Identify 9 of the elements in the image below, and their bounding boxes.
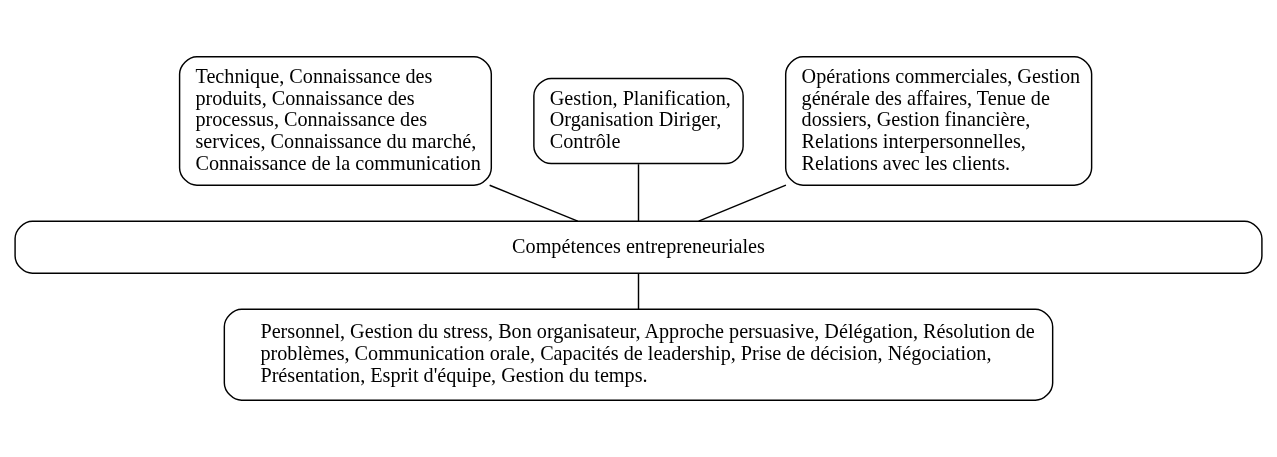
node-box: Opérations commerciales, Gestion générale des affaires, Tenue de dossiers, Gestion financière, Relations interpersonnelles, Relations avec les clients.	[785, 56, 1093, 186]
connector	[637, 272, 640, 310]
connector	[488, 184, 579, 222]
node-box: Gestion, Planification, Organisation Diriger, Contrôle	[533, 77, 744, 165]
connector	[637, 163, 640, 222]
connector	[698, 184, 787, 222]
node-box: Technique, Connaissance des produits, Connaissance des processus, Connaissance des services, Connaissance du marché, Connaissance de la communication	[178, 56, 493, 186]
node-box: Compétences entrepreneuriales	[14, 220, 1263, 274]
node-box: Personnel, Gestion du stress, Bon organisateur, Approche persuasive, Délégation, Résolution de problèmes, Communication orale, Capacités de leadership, Prise de décision, Négociation, Présentation, Esprit d'équipe, Gestion du temps.	[223, 308, 1054, 401]
